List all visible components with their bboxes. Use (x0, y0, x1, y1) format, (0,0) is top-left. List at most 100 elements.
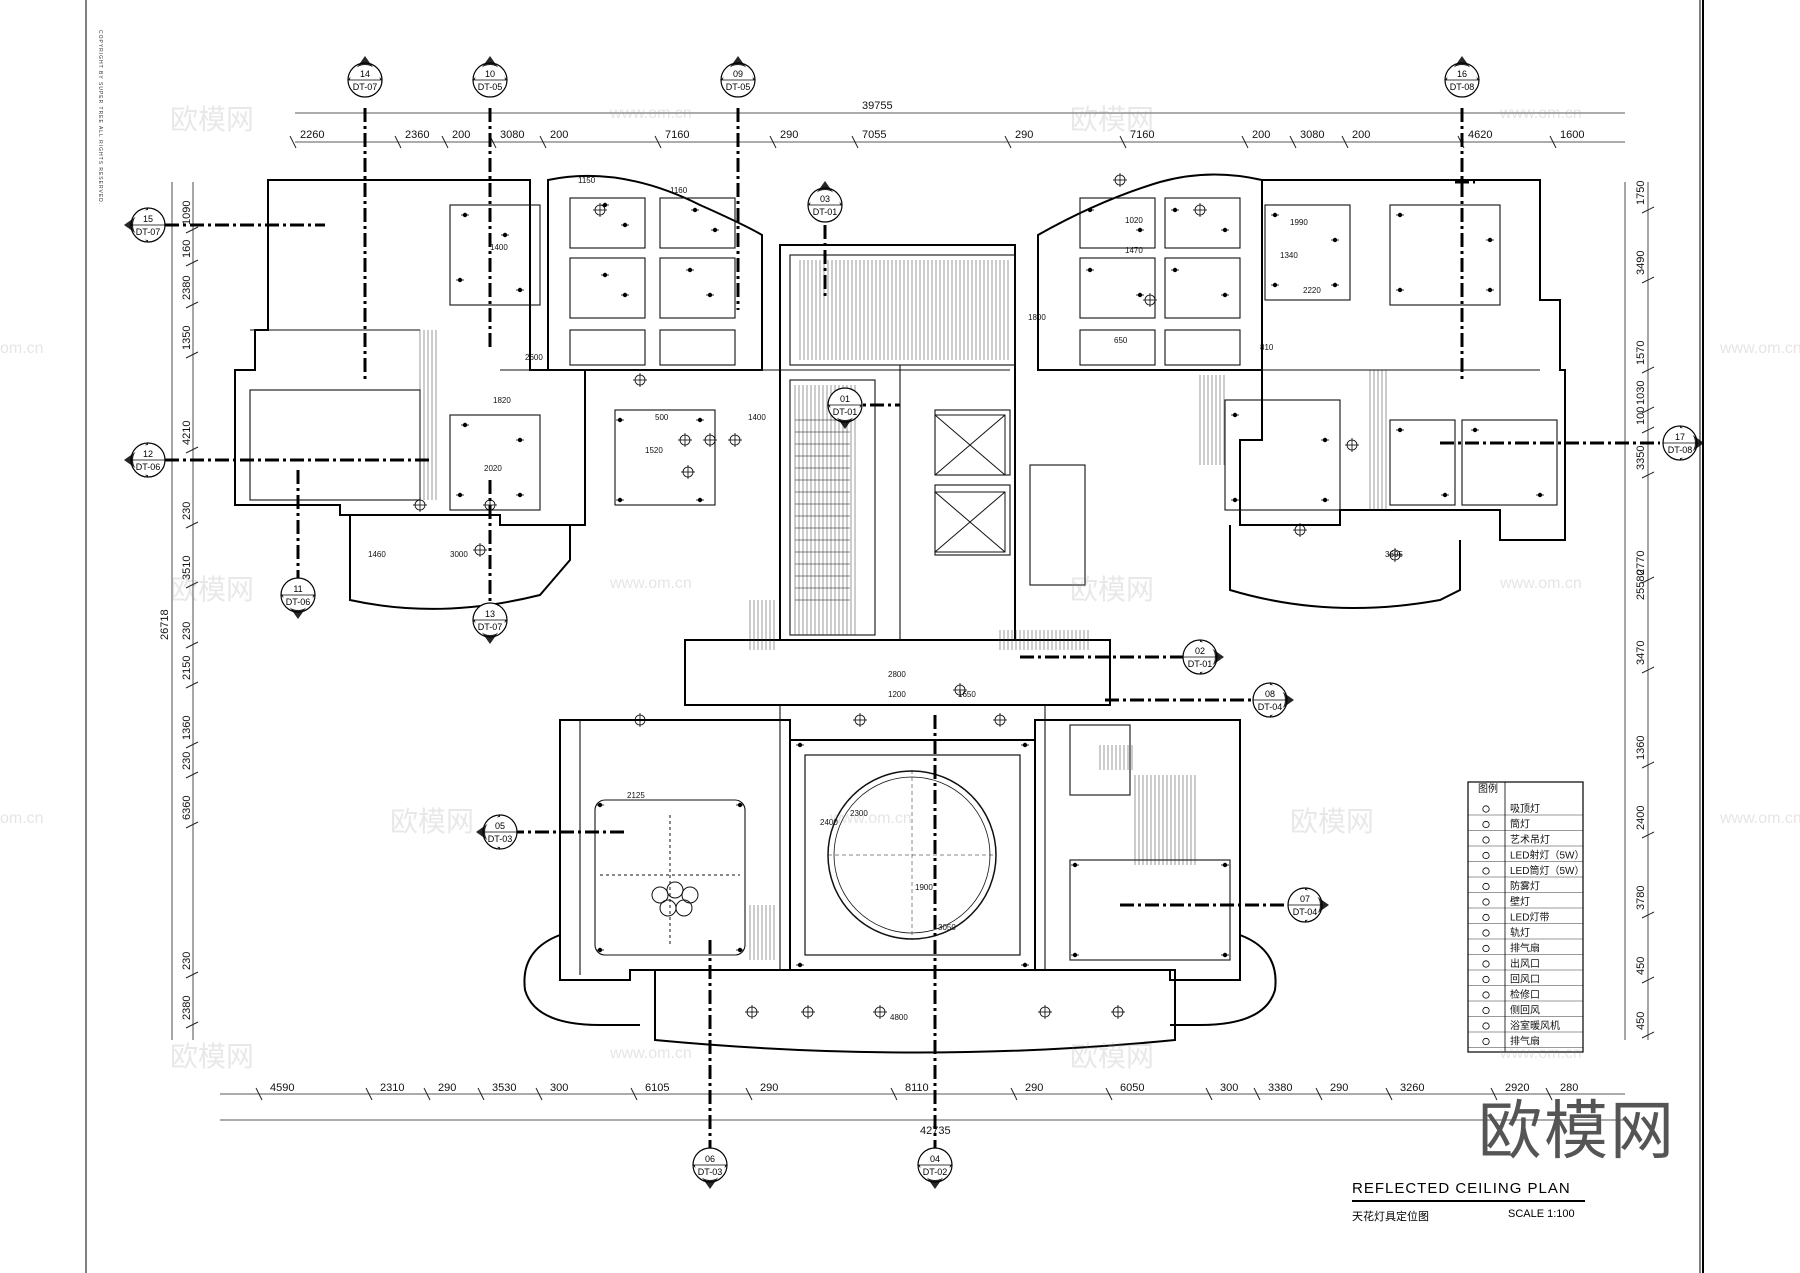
top-dimension-label: 1600 (1560, 129, 1584, 141)
right-dimension-label: 1030 (1635, 381, 1647, 405)
legend-symbol-icon (1482, 820, 1490, 829)
dimension-tick (1385, 1087, 1393, 1101)
dimension-tick (1641, 1031, 1655, 1039)
dimension-tick (185, 971, 199, 979)
dimension-tick (1119, 135, 1127, 149)
bottom-dimension-label: 290 (760, 1082, 778, 1094)
dimension-tick (394, 135, 402, 149)
left-dimension-label: 230 (181, 752, 193, 770)
dimension-tick (1205, 1087, 1213, 1101)
dimension-tick (185, 741, 199, 749)
right-dimension-label: 450 (1635, 1012, 1647, 1030)
section-tag-reference: DT-02 (923, 1167, 948, 1177)
right-dimension-label: 3470 (1635, 641, 1647, 665)
dimension-tick (1641, 276, 1655, 284)
watermark-url-8: www.om.cn (830, 810, 912, 827)
section-tag-number: 11 (293, 584, 302, 594)
top-dimension-label: 200 (452, 129, 470, 141)
top-dimension-label: 3080 (1300, 129, 1324, 141)
left-dimension-labels: 1090160238013504210230351023021501360230… (181, 201, 193, 1020)
living-room-ceiling (804, 754, 1021, 956)
dimension-tick (769, 135, 777, 149)
legend-item-label: 侧回风 (1510, 1004, 1540, 1017)
section-tag-reference: DT-01 (1188, 659, 1213, 669)
top-dimension-label: 7160 (1130, 129, 1154, 141)
dimension-tick (185, 641, 199, 649)
left-dimension-label: 6360 (181, 796, 193, 820)
dimension-tick (185, 521, 199, 529)
bottom-dimension-label: 3530 (492, 1082, 516, 1094)
bottom-total-dimension: 42735 (920, 1125, 951, 1137)
right-dimension-label: 3490 (1635, 251, 1647, 275)
bottom-dimension-label: 3260 (1400, 1082, 1424, 1094)
dimension-tick (1641, 206, 1655, 214)
legend-symbol-icon (1482, 851, 1490, 860)
dimension-tick (185, 226, 199, 234)
section-tag-reference: DT-07 (478, 622, 503, 632)
left-dimension-label: 1360 (181, 716, 193, 740)
dimension-tick (185, 771, 199, 779)
legend-symbol-icon (1482, 1006, 1490, 1015)
copyright-notice: COPYRIGHT BY SUPER TREE ALL RIGHTS RESER… (97, 30, 103, 206)
legend-symbol-icon (1482, 960, 1490, 968)
room-dimension-label: 1200 (888, 690, 906, 699)
watermark-url-1: www.om.cn (610, 105, 692, 122)
top-dimension-label: 290 (780, 129, 798, 141)
watermark-8: 欧模网 (1070, 1040, 1155, 1073)
dimension-tick (185, 301, 199, 309)
room-dimension-label: 1990 (1290, 218, 1308, 227)
room-dimension-label: 810 (1260, 343, 1274, 352)
dimension-tick (423, 1087, 431, 1101)
legend-symbol-icon (1482, 867, 1490, 875)
section-tag-number: 08 (1265, 689, 1275, 699)
dimension-tick (1641, 406, 1655, 414)
dimension-tick (185, 681, 199, 689)
dimension-tick (1105, 1087, 1113, 1101)
drawing-scale: SCALE 1:100 (1508, 1208, 1575, 1220)
section-tag-number: 10 (485, 69, 495, 79)
section-tag-number: 17 (1675, 432, 1685, 442)
top-dimension-label: 2360 (405, 129, 429, 141)
dimension-tick (1289, 135, 1297, 149)
drawing-subtitle: 天花灯具定位图 (1352, 1211, 1429, 1223)
watermark-url-5: www.om.cn (610, 575, 692, 592)
section-tag-number: 04 (930, 1154, 940, 1164)
section-tag-number: 05 (495, 821, 505, 831)
legend-item-label: 壁灯 (1510, 895, 1530, 908)
bottom-dimension-label: 2920 (1505, 1082, 1529, 1094)
room-dimension-label: 2300 (850, 809, 868, 818)
dimension-tick (1641, 666, 1655, 674)
section-tag-number: 06 (705, 1154, 715, 1164)
section-tag-number: 16 (1457, 69, 1467, 79)
room-dimension-label: 1520 (645, 446, 663, 455)
dimension-lines (171, 112, 1649, 1121)
watermark-url-10: www.om.cn (610, 1045, 692, 1062)
section-tag-reference: DT-08 (1450, 82, 1475, 92)
room-dimension-label: 1400 (748, 413, 766, 422)
dimension-tick (1490, 1087, 1498, 1101)
top-dimension-label: 200 (550, 129, 568, 141)
watermark-5: 欧模网 (390, 805, 475, 838)
dimension-tick (1641, 471, 1655, 479)
section-tag-reference: DT-06 (286, 597, 311, 607)
bottom-dimension-label: 290 (1025, 1082, 1043, 1094)
legend-symbol-icon (1482, 836, 1490, 844)
dimension-tick (630, 1087, 638, 1101)
dimension-tick (185, 351, 199, 359)
dimension-tick (1641, 976, 1655, 984)
dimension-tick (1010, 1087, 1018, 1101)
top-dimension-label: 290 (1015, 129, 1033, 141)
room-dimension-label: 3000 (450, 550, 468, 559)
light-fixtures (413, 173, 1544, 1019)
dimension-tick (1545, 1087, 1553, 1101)
watermark-url-11: www.om.cn (1500, 1045, 1582, 1062)
left-dimension-label: 1090 (181, 201, 193, 225)
